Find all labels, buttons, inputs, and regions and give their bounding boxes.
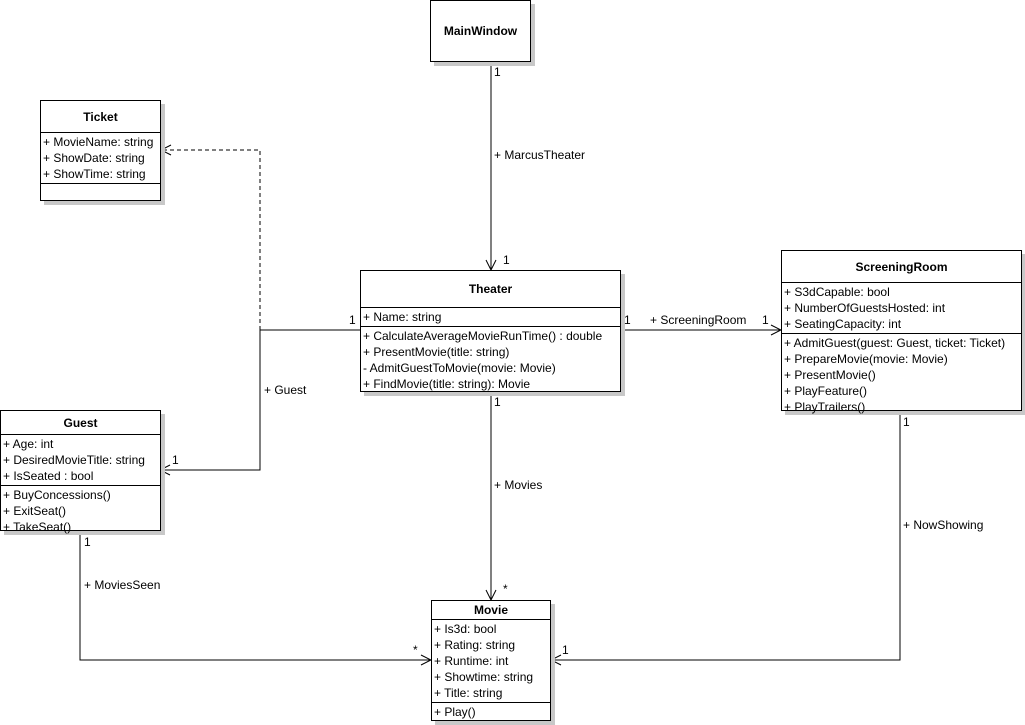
attribute: + Name: string	[363, 310, 442, 324]
operation: + CalculateAverageMovieRunTime() : doubl…	[363, 329, 603, 343]
mult-screening-source: 1	[624, 313, 631, 327]
role-movies: + Movies	[494, 478, 543, 492]
attribute: + IsSeated : bool	[3, 469, 94, 483]
class-movie[interactable]: Movie + Is3d: bool + Rating: string + Ru…	[431, 600, 551, 721]
attribute: + MovieName: string	[43, 135, 154, 149]
class-name: MainWindow	[443, 24, 518, 38]
attributes-section: + MovieName: string + ShowDate: string +…	[41, 133, 160, 184]
mult-movies-target: *	[503, 582, 508, 596]
class-ticket[interactable]: Ticket + MovieName: string + ShowDate: s…	[40, 100, 161, 201]
attribute: + ShowTime: string	[43, 167, 146, 181]
operation: + PlayFeature()	[784, 384, 868, 398]
operation: + PlayTrailers()	[784, 400, 866, 414]
operations-section: + BuyConcessions() + ExitSeat() + TakeSe…	[1, 486, 160, 536]
role-guest: + Guest	[264, 383, 307, 397]
operation: + BuyConcessions()	[3, 488, 111, 502]
operation: + PresentMovie(title: string)	[363, 345, 510, 359]
attribute: + DesiredMovieTitle: string	[3, 453, 145, 467]
attributes-section: + Is3d: bool + Rating: string + Runtime:…	[432, 620, 550, 703]
attribute: + Is3d: bool	[434, 622, 497, 636]
mult-nowshowing-source: 1	[903, 415, 910, 429]
role-screening-room: + ScreeningRoom	[650, 313, 747, 327]
role-now-showing: + NowShowing	[903, 518, 984, 532]
attributes-section: + Name: string	[361, 308, 620, 327]
role-marcus-theater: + MarcusTheater	[494, 148, 586, 162]
attributes-section: + S3dCapable: bool + NumberOfGuestsHoste…	[782, 283, 1021, 334]
attribute: + Title: string	[434, 686, 503, 700]
class-mainwindow[interactable]: MainWindow	[430, 0, 531, 62]
class-name: Movie	[432, 601, 550, 620]
attribute: + Rating: string	[434, 638, 516, 652]
class-name: Guest	[1, 411, 160, 435]
attribute: + ShowDate: string	[43, 151, 145, 165]
operations-section: + Play()	[432, 703, 550, 721]
attribute: + SeatingCapacity: int	[784, 317, 902, 331]
mult-screening-target: 1	[762, 313, 769, 327]
mult-moviesseen-source: 1	[84, 535, 91, 549]
class-screeningroom[interactable]: ScreeningRoom + S3dCapable: bool + Numbe…	[781, 250, 1022, 414]
operation: - AdmitGuestToMovie(movie: Movie)	[363, 361, 556, 375]
mult-moviesseen-target: *	[413, 643, 418, 657]
operation: + FindMovie(title: string): Movie	[363, 377, 531, 391]
class-theater[interactable]: Theater + Name: string + CalculateAverag…	[360, 270, 621, 392]
role-movies-seen: + MoviesSeen	[84, 578, 161, 592]
class-name: Theater	[361, 271, 620, 308]
mult-theater-target: 1	[503, 253, 510, 267]
mult-mainwindow-source: 1	[494, 65, 501, 79]
edge-now-showing	[551, 410, 901, 660]
edge-guest	[160, 329, 360, 470]
operation: + PrepareMovie(movie: Movie)	[784, 352, 948, 366]
operations-section	[41, 184, 160, 202]
operation: + PresentMovie()	[784, 368, 876, 382]
mult-guest-target: 1	[172, 453, 179, 467]
class-name: ScreeningRoom	[782, 251, 1021, 283]
operations-section: + AdmitGuest(guest: Guest, ticket: Ticke…	[782, 334, 1021, 416]
attribute: + S3dCapable: bool	[784, 285, 890, 299]
class-name: Ticket	[41, 101, 160, 133]
class-guest[interactable]: Guest + Age: int + DesiredMovieTitle: st…	[0, 410, 161, 534]
mult-nowshowing-target: 1	[562, 643, 569, 657]
attribute: + Showtime: string	[434, 670, 534, 684]
operation: + Play()	[434, 705, 476, 719]
attributes-section: + Age: int + DesiredMovieTitle: string +…	[1, 435, 160, 486]
mult-guest-source: 1	[349, 313, 356, 327]
operations-section: + CalculateAverageMovieRunTime() : doubl…	[361, 327, 620, 393]
operation: + ExitSeat()	[3, 504, 67, 518]
operation: + AdmitGuest(guest: Guest, ticket: Ticke…	[784, 336, 1006, 350]
operation: + TakeSeat()	[3, 520, 72, 534]
attribute: + NumberOfGuestsHosted: int	[784, 301, 946, 315]
attribute: + Age: int	[3, 437, 54, 451]
mult-movies-source: 1	[494, 395, 501, 409]
attribute: + Runtime: int	[434, 654, 509, 668]
edge-movies-seen	[79, 530, 431, 660]
edge-ticket-dependency	[161, 150, 261, 330]
